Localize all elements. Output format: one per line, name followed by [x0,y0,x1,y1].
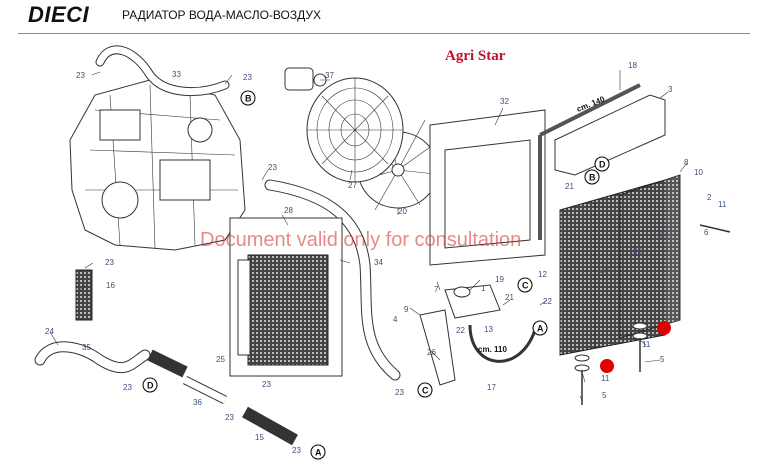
part-number-label: 11 [718,200,727,209]
part-number-label: 15 [255,433,264,442]
part-number-label: 7 [434,285,439,294]
radiator-29-30-31 [559,174,681,356]
callout-letter: C [522,281,529,291]
part-number-label: 23 [105,258,114,267]
expansion-tank-1 [444,284,501,319]
callout-circle [532,320,548,336]
part-number-label: 9 [404,305,409,314]
part-number-label: 23 [262,380,271,389]
part-number-label: 24 [45,327,54,336]
callout-circle [142,377,158,393]
dimension-label-110: cm. 110 [478,345,507,354]
part-number-label: 17 [487,383,496,392]
part-number-label: 23 [243,73,252,82]
hose-25 [147,349,188,378]
callout-d: D [594,156,610,172]
callout-d: D [142,377,158,393]
callout-circle [310,444,326,460]
part-number-label: 36 [193,398,202,407]
part-number-label: 22 [456,326,465,335]
part-number-label: 23 [292,446,301,455]
part-number-label: 22 [543,297,552,306]
part-number-label: 34 [374,258,383,267]
bracket-26 [419,309,456,386]
highlight-dot [600,359,614,373]
dieci-logo: DIECI [28,2,90,27]
callout-b: B [584,169,600,185]
part-number-label: 21 [505,293,514,302]
part-number-label: 8 [684,158,689,167]
part-number-label: 31 [660,231,669,240]
hose-16 [75,269,93,321]
part-number-label: 23 [123,383,132,392]
callout-letter: B [589,173,596,183]
callout-a: A [532,320,548,336]
part-number-label: 16 [106,281,115,290]
part-number-label: 28 [284,206,293,215]
hose-15 [242,406,298,446]
part-number-label: 10 [694,168,703,177]
highlight-dot [657,321,671,335]
part-number-label: 37 [325,71,334,80]
callout-circle [517,277,533,293]
part-number-label: 23 [268,163,277,172]
callout-b: B [240,90,256,106]
part-number-label: 6 [704,228,709,237]
part-number-label: 18 [628,61,637,70]
part-number-label: 32 [500,97,509,106]
motor-37 [284,67,327,91]
brand-label: Agri Star [445,48,506,64]
callout-circle [594,156,610,172]
fastener-stack [574,224,731,405]
part-number-label: 19 [495,275,504,284]
part-number-label: 4 [393,315,398,324]
consultation-watermark: Document valid only for consultation [200,229,522,251]
callout-c: C [417,382,433,398]
fan-guard-27 [306,77,404,183]
part-number-label: 20 [398,207,407,216]
part-number-label: 5 [602,391,607,400]
engine-block [69,79,246,251]
part-number-label: 21 [565,182,574,191]
part-number-label: 27 [348,181,357,190]
part-number-label: 11 [601,374,610,383]
part-number-label: 13 [484,325,493,334]
callout-a: A [310,444,326,460]
callout-c: C [517,277,533,293]
part-number-label: 23 [76,71,85,80]
part-number-label: 35 [82,343,91,352]
page-title: РАДИАТОР ВОДА-МАСЛО-ВОЗДУХ [122,8,321,22]
radiator-inset-28 [229,217,343,377]
part-number-label: 25 [216,355,225,364]
hose-17 [468,324,537,363]
callout-letter: D [599,160,606,170]
callout-letter: A [537,324,544,334]
part-number-label: 23 [395,388,404,397]
part-number-label: 33 [172,70,181,79]
callout-letter: A [315,448,322,458]
part-number-label: 3 [668,85,673,94]
part-number-label: 30 [633,247,642,256]
callout-circle [584,169,600,185]
part-number-label: 5 [660,355,665,364]
part-number-label: 1 [481,284,486,293]
bracket-3 [538,83,666,240]
part-number-label: 26 [427,348,436,357]
part-number-label: 29 [600,266,609,275]
part-number-label: 12 [538,270,547,279]
part-number-label: 23 [225,413,234,422]
callout-letter: C [422,386,429,396]
header-divider [18,33,750,34]
part-number-label: 11 [642,340,651,349]
shroud-32 [429,109,546,266]
part-number-label: 2 [707,193,712,202]
callout-circle [417,382,433,398]
callout-letter: B [245,94,252,104]
callout-letter: D [147,381,154,391]
callout-circle [240,90,256,106]
page-header: DIECI РАДИАТОР ВОДА-МАСЛО-ВОЗДУХ [0,0,768,34]
